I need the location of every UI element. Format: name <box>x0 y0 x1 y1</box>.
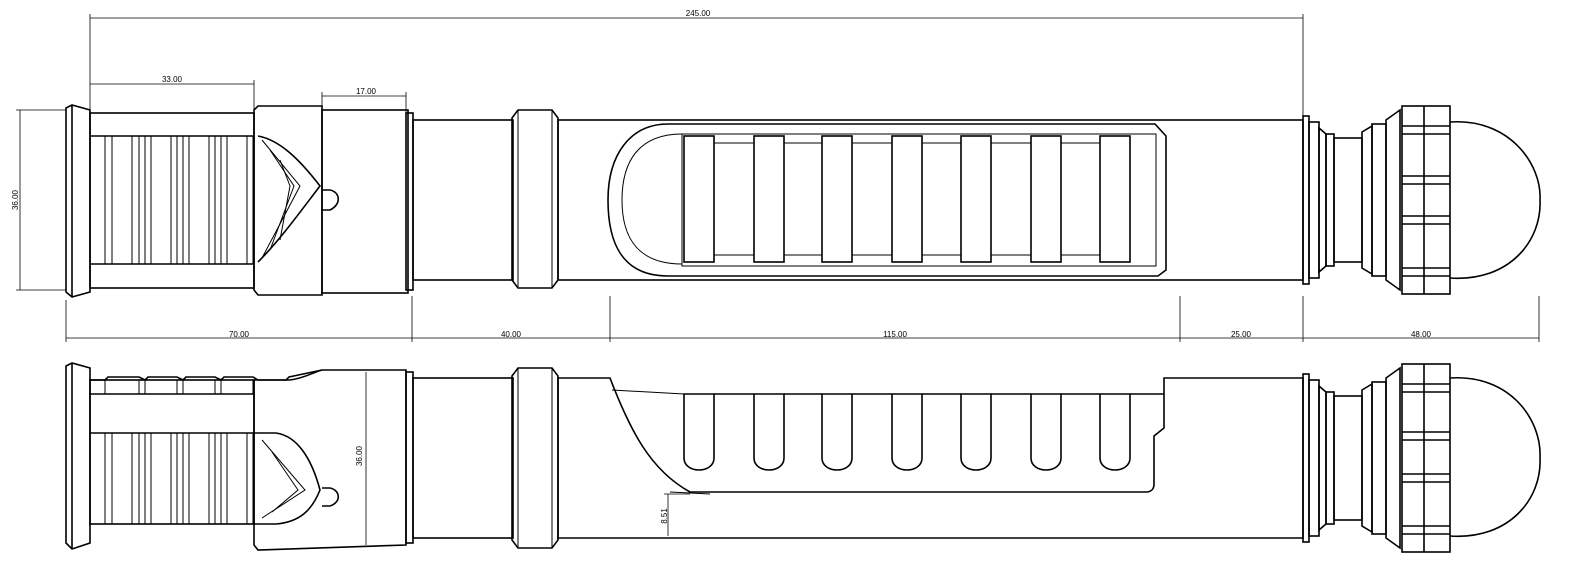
dim-overall-length: 245.00 <box>686 9 711 18</box>
dim-body-height: 36.00 <box>355 445 364 466</box>
top-view <box>65 104 1541 298</box>
dim-section-c: 115.00 <box>883 330 907 339</box>
bottom-view-dimensions: 36.00 8.51 <box>355 372 690 545</box>
dim-section-a: 70.00 <box>229 330 250 339</box>
bottom-view <box>65 362 1541 553</box>
top-view-dimensions: 245.00 33.00 17.00 36.00 70.00 40.00 115… <box>11 9 1540 342</box>
dim-section-b: 40.00 <box>501 330 522 339</box>
dim-cutout-offset: 8.51 <box>660 508 669 524</box>
dim-emitter-height: 36.00 <box>11 189 20 210</box>
dim-emitter-grip-length: 33.00 <box>162 75 183 84</box>
dim-section-d: 25.00 <box>1231 330 1252 339</box>
dim-emitter-collar-length: 17.00 <box>356 87 377 96</box>
dim-section-e: 48.00 <box>1411 330 1432 339</box>
